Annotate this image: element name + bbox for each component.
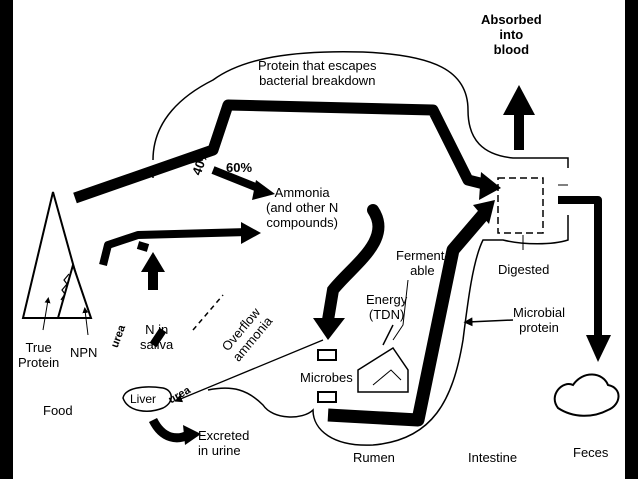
pct60-label: 60% bbox=[226, 160, 253, 175]
feces-blob bbox=[553, 373, 620, 417]
absorbed-arrowhead bbox=[503, 85, 535, 115]
triangle-zigzag bbox=[60, 273, 70, 301]
saliva-arrowhead bbox=[141, 252, 165, 272]
recycle-arrow-b bbox=[136, 241, 150, 252]
flask-inner bbox=[372, 369, 402, 386]
excretion-arrow bbox=[148, 417, 191, 443]
liver-shape bbox=[122, 386, 172, 412]
microbe-icon-2 bbox=[317, 391, 337, 403]
digested-box bbox=[497, 177, 544, 234]
microbe-icon-1 bbox=[317, 349, 337, 361]
microbial-protein-arrow bbox=[327, 210, 488, 427]
npn-label: NPN bbox=[70, 345, 98, 360]
protein-escape-arrow bbox=[73, 99, 490, 204]
intestine-label: Intestine bbox=[468, 450, 518, 465]
tract-outline bbox=[152, 50, 569, 446]
feces-arrow bbox=[558, 196, 602, 340]
food-label: Food bbox=[43, 403, 73, 418]
recycle-arrow-a bbox=[149, 327, 167, 348]
feces-label: Feces bbox=[573, 445, 609, 460]
fermentable-label: Ferment-able bbox=[396, 248, 449, 278]
digested-label: Digested bbox=[498, 262, 550, 277]
npn-arrowhead bbox=[241, 222, 261, 244]
pct40-line bbox=[152, 159, 204, 173]
energy-label: Energy(TDN) bbox=[366, 292, 408, 322]
rumen-label: Rumen bbox=[353, 450, 395, 465]
energy-flask bbox=[357, 346, 409, 393]
ammonia-to-microbes-arrowhead bbox=[313, 318, 345, 340]
microbes-label: Microbes bbox=[300, 370, 353, 385]
flask-arrow bbox=[382, 324, 394, 346]
protein-escape-arrowhead bbox=[479, 172, 501, 200]
ammonia-arrowhead bbox=[252, 180, 275, 200]
microbial-pointer bbox=[463, 317, 514, 327]
true-protein-pointer bbox=[42, 297, 51, 331]
feces-arrowhead bbox=[586, 335, 611, 362]
microbial-protein-arrowhead bbox=[473, 200, 495, 224]
liver-label: Liver bbox=[130, 392, 157, 406]
diagram-graphics bbox=[21, 50, 620, 446]
npn-triangle bbox=[56, 261, 93, 319]
npn-pointer bbox=[82, 307, 89, 336]
npn-arrow bbox=[99, 228, 249, 266]
overflow-arrow bbox=[174, 339, 324, 403]
fermentable-pointer bbox=[392, 279, 409, 341]
excretion-arrowhead bbox=[183, 425, 201, 445]
ammonia-to-microbes-arrow bbox=[322, 204, 385, 326]
true-protein-triangle bbox=[21, 191, 90, 319]
urea-dashed-arrow bbox=[192, 294, 224, 331]
